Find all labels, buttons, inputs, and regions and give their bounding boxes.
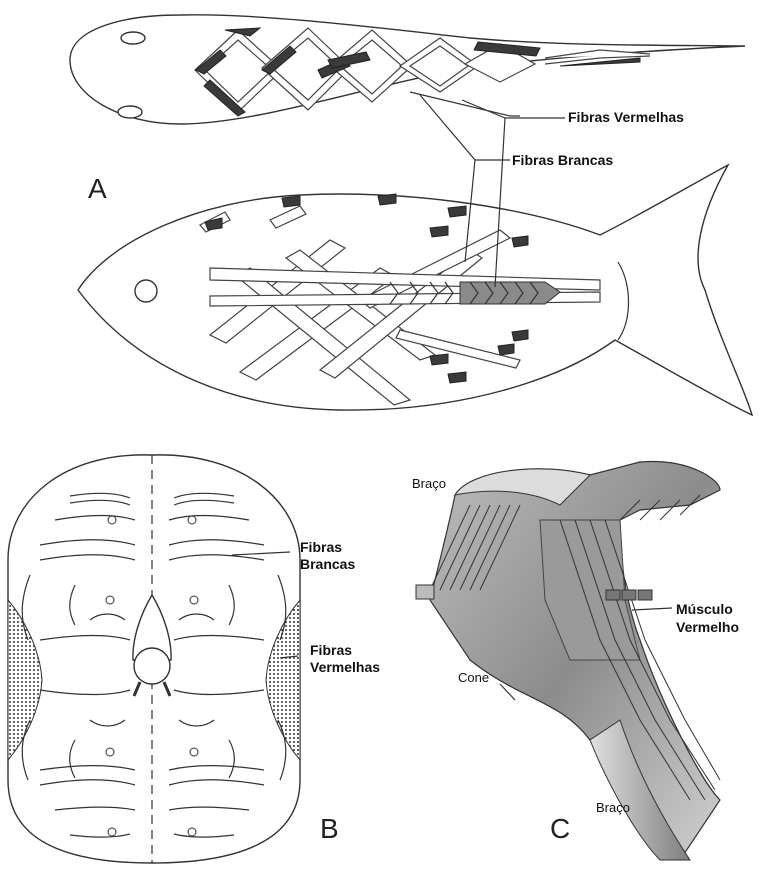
- label-fibras-brancas-a: Fibras Brancas: [512, 152, 613, 168]
- cone-tip: [416, 585, 434, 599]
- fish-lateral-eye: [135, 280, 157, 302]
- label-fibras-vermelhas-b-line1: Fibras: [310, 642, 352, 658]
- muscle-block: [416, 462, 720, 860]
- fish-lateral-outline: [78, 165, 752, 415]
- label-musculo-line1: Músculo: [676, 601, 733, 617]
- fish-top-view: [70, 15, 745, 124]
- panel-label-b: B: [320, 813, 339, 844]
- cross-section: [8, 455, 300, 863]
- label-fibras-vermelhas-b-line2: Vermelhas: [310, 659, 380, 675]
- panel-label-a: A: [88, 173, 107, 204]
- panel-label-c: C: [550, 813, 570, 844]
- label-fibras-brancas-b-line1: Fibras: [300, 539, 342, 555]
- red-muscle-tabs: [606, 590, 652, 600]
- label-musculo-line2: Vermelho: [676, 619, 739, 635]
- vertebra-centrum: [134, 648, 170, 684]
- label-cone: Cone: [458, 670, 489, 685]
- leader-musculo: [632, 608, 672, 610]
- label-braco-top: Braço: [412, 476, 446, 491]
- fish-lateral-view: [78, 165, 752, 415]
- fish-top-eye-left: [121, 32, 145, 44]
- label-fibras-vermelhas-a: Fibras Vermelhas: [568, 109, 684, 125]
- label-fibras-brancas-b-line2: Brancas: [300, 556, 355, 572]
- fish-top-eye-right: [118, 106, 142, 118]
- label-braco-bottom: Braço: [596, 800, 630, 815]
